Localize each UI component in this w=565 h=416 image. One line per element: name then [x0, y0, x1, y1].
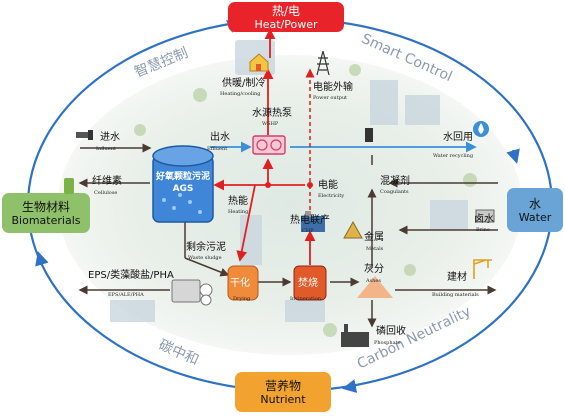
heating-en: Heating/cooling	[220, 91, 261, 97]
heat-power-box: 热/电 Heat/Power	[228, 2, 344, 32]
brine-zh: 卤水	[474, 214, 494, 225]
waste-sludge-zh: 剩余污泥	[186, 242, 226, 253]
influent-zh: 进水	[100, 132, 120, 143]
ash-zh: 灰分	[364, 264, 384, 275]
factory-icon	[341, 324, 369, 347]
nutrient-box: 营养物 Nutrient	[235, 372, 331, 412]
power-tower-icon	[316, 50, 330, 76]
water-box: 水 Water	[507, 188, 563, 232]
biomaterials-en: Biomaterials	[11, 213, 81, 227]
ags-label-zh: 好氧颗粒污泥	[155, 172, 210, 182]
house-icon	[249, 53, 269, 72]
metal-icon	[343, 220, 363, 239]
phos-zh: 磷回收	[376, 326, 406, 337]
incineration-en: Incineration	[290, 296, 321, 302]
water-reuse-zh: 水回用	[443, 132, 473, 143]
heat-power-zh: 热/电	[271, 3, 301, 18]
whp-zh: 水源热泵	[252, 108, 292, 119]
water-en: Water	[518, 210, 552, 224]
effluent-en: Effluent	[207, 146, 228, 152]
pipe-icon	[76, 130, 93, 140]
nutrient-en: Nutrient	[260, 392, 306, 406]
chp-zh: 热电联产	[290, 215, 330, 226]
ash-en: Ashes	[366, 278, 381, 284]
metal-zh: 金属	[364, 232, 384, 243]
eps-en: EPS/ALE/PHA	[108, 292, 144, 298]
tap-icon	[365, 128, 373, 142]
cellulose-icon	[64, 178, 74, 194]
waste-sludge-en: Waste sludge	[188, 255, 222, 261]
eps-zh: EPS/类藻酸盐/PHA	[88, 270, 174, 281]
chp-engine-icon	[301, 211, 325, 232]
power-out-en: Power output	[313, 95, 348, 101]
coag-en: Coagulants	[380, 189, 409, 195]
crane-icon	[473, 259, 492, 279]
ags-tank	[152, 145, 214, 223]
cellulose-en: Cellulose	[94, 190, 118, 196]
dryer-icon	[227, 265, 259, 301]
effluent-zh: 出水	[210, 132, 230, 143]
power-out-zh: 电能外输	[313, 82, 353, 93]
elec-en: Electricity	[318, 193, 345, 199]
ash-pile-icon	[357, 276, 393, 298]
biomaterials-box: 生物材料 Biomaterials	[2, 193, 90, 233]
phos-en: Phosphate	[374, 340, 401, 346]
drying-en: Drying	[233, 296, 251, 302]
heat-power-en: Heat/Power	[254, 17, 318, 31]
brine-icon	[475, 209, 495, 223]
bioproduct-machine-icon	[171, 279, 213, 306]
heat-zh: 热能	[228, 196, 248, 207]
heat-en: Heating	[228, 209, 249, 215]
metal-en: Metals	[366, 246, 384, 252]
biomaterials-zh: 生物材料	[21, 199, 70, 214]
building-en: Building materials	[432, 292, 479, 298]
whp-en: WSHP	[262, 121, 279, 127]
building-zh: 建材	[447, 272, 467, 283]
coag-zh: 混凝剂	[380, 176, 410, 187]
incinerator-icon	[293, 265, 327, 301]
brine-en: Brine	[476, 227, 490, 233]
heat-pump-icon	[252, 135, 286, 155]
cellulose-zh: 纤维素	[92, 176, 122, 187]
water-zh: 水	[528, 196, 541, 211]
elec-zh: 电能	[318, 180, 338, 191]
drying-zh: 干化	[230, 278, 250, 289]
ags-label-en: AGS	[172, 184, 194, 194]
water-reuse-en: Water recycling	[433, 153, 474, 159]
incineration-zh: 焚烧	[298, 278, 318, 289]
heating-zh: 供暖/制冷	[222, 78, 266, 89]
chp-en: CHP	[302, 228, 314, 234]
influent-en: Influent	[96, 146, 116, 152]
water-drop-icon	[473, 121, 489, 137]
nutrient-zh: 营养物	[264, 378, 301, 393]
